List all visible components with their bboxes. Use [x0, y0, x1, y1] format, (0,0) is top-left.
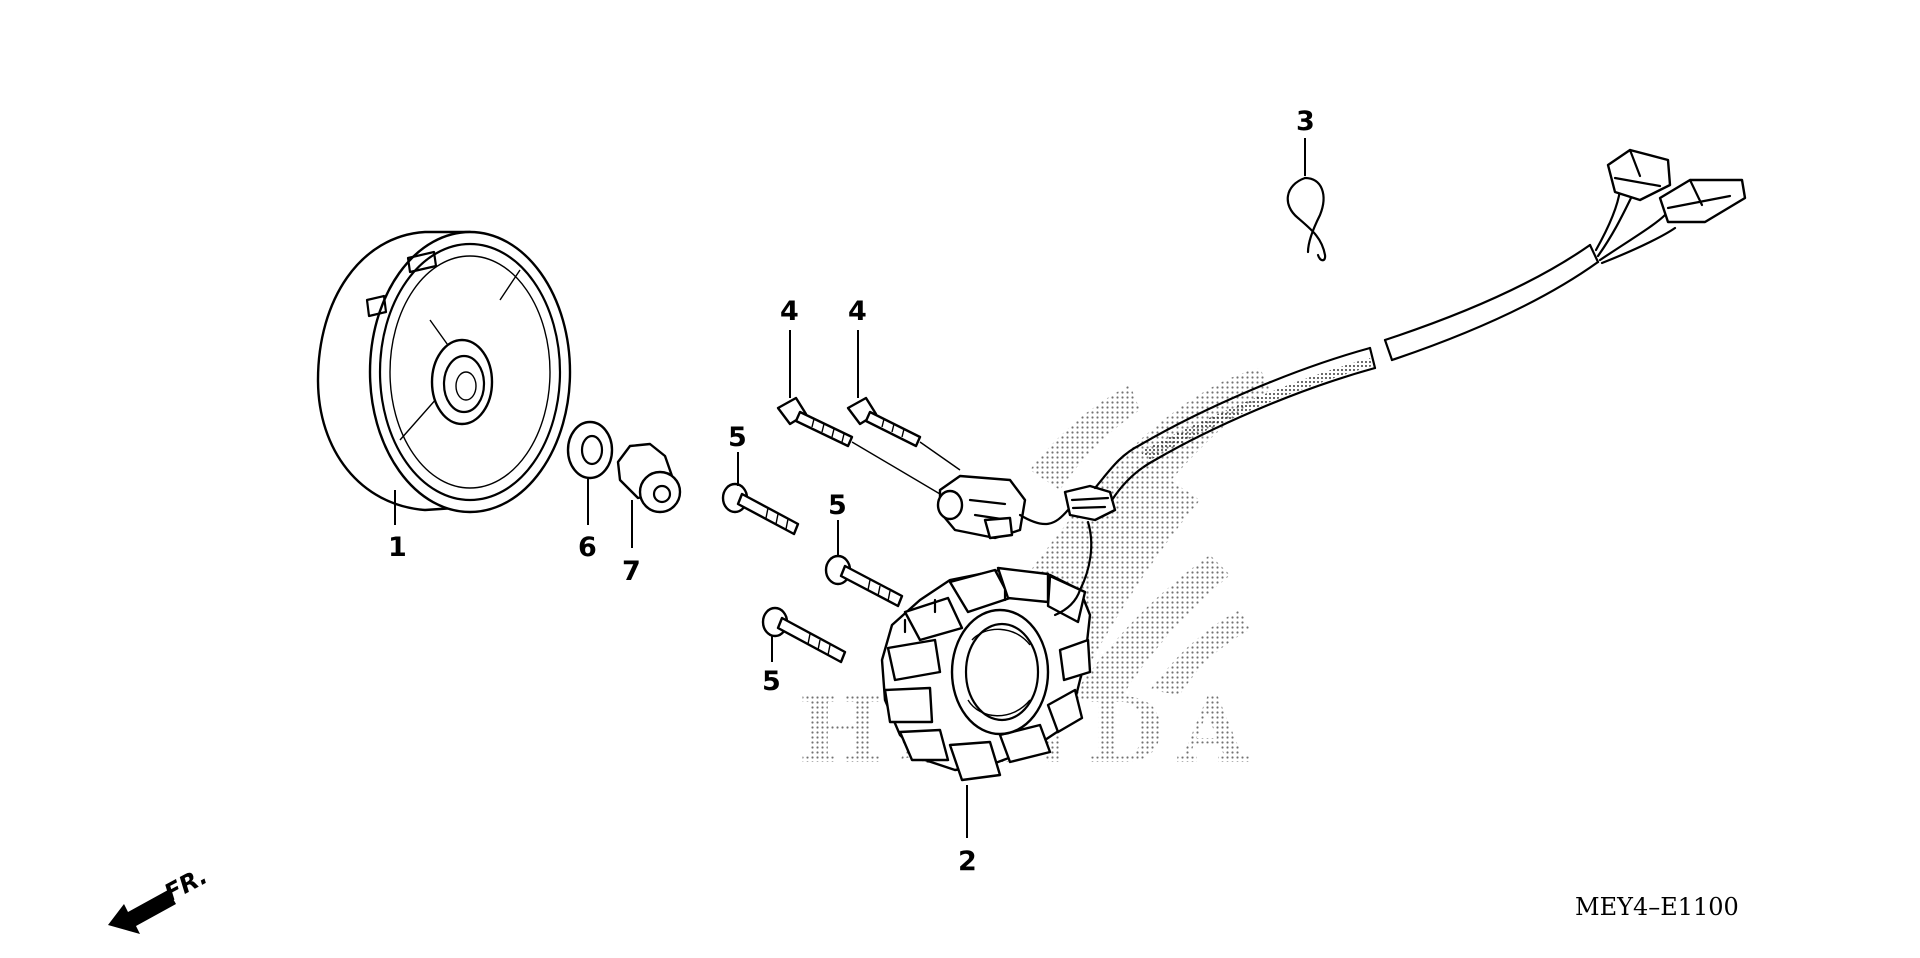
callout-7: 7	[622, 556, 641, 587]
wire-harness	[1093, 148, 1747, 502]
bolt-5c	[761, 606, 847, 664]
bolt-4b	[846, 330, 922, 448]
bolt-5a	[721, 452, 800, 536]
callout-1: 1	[388, 532, 407, 563]
front-direction-arrow: FR.	[108, 862, 212, 934]
washer	[566, 420, 614, 525]
diagram-code: MEY4–E1100	[1575, 893, 1739, 921]
bolts	[721, 330, 922, 664]
stator-assembly	[851, 441, 1117, 838]
bolt-5b	[824, 520, 904, 608]
bolt-4a	[776, 330, 854, 448]
callout-4b: 4	[848, 296, 867, 327]
callout-2: 2	[958, 846, 977, 877]
flywheel	[316, 230, 572, 525]
callout-4a: 4	[780, 296, 799, 327]
callout-3: 3	[1296, 106, 1315, 137]
callout-5b: 5	[828, 490, 847, 521]
callout-6: 6	[578, 532, 597, 563]
callout-5a: 5	[728, 422, 747, 453]
flange-nut	[616, 442, 682, 548]
callout-5c: 5	[762, 666, 781, 697]
wire-clip	[1286, 138, 1327, 262]
